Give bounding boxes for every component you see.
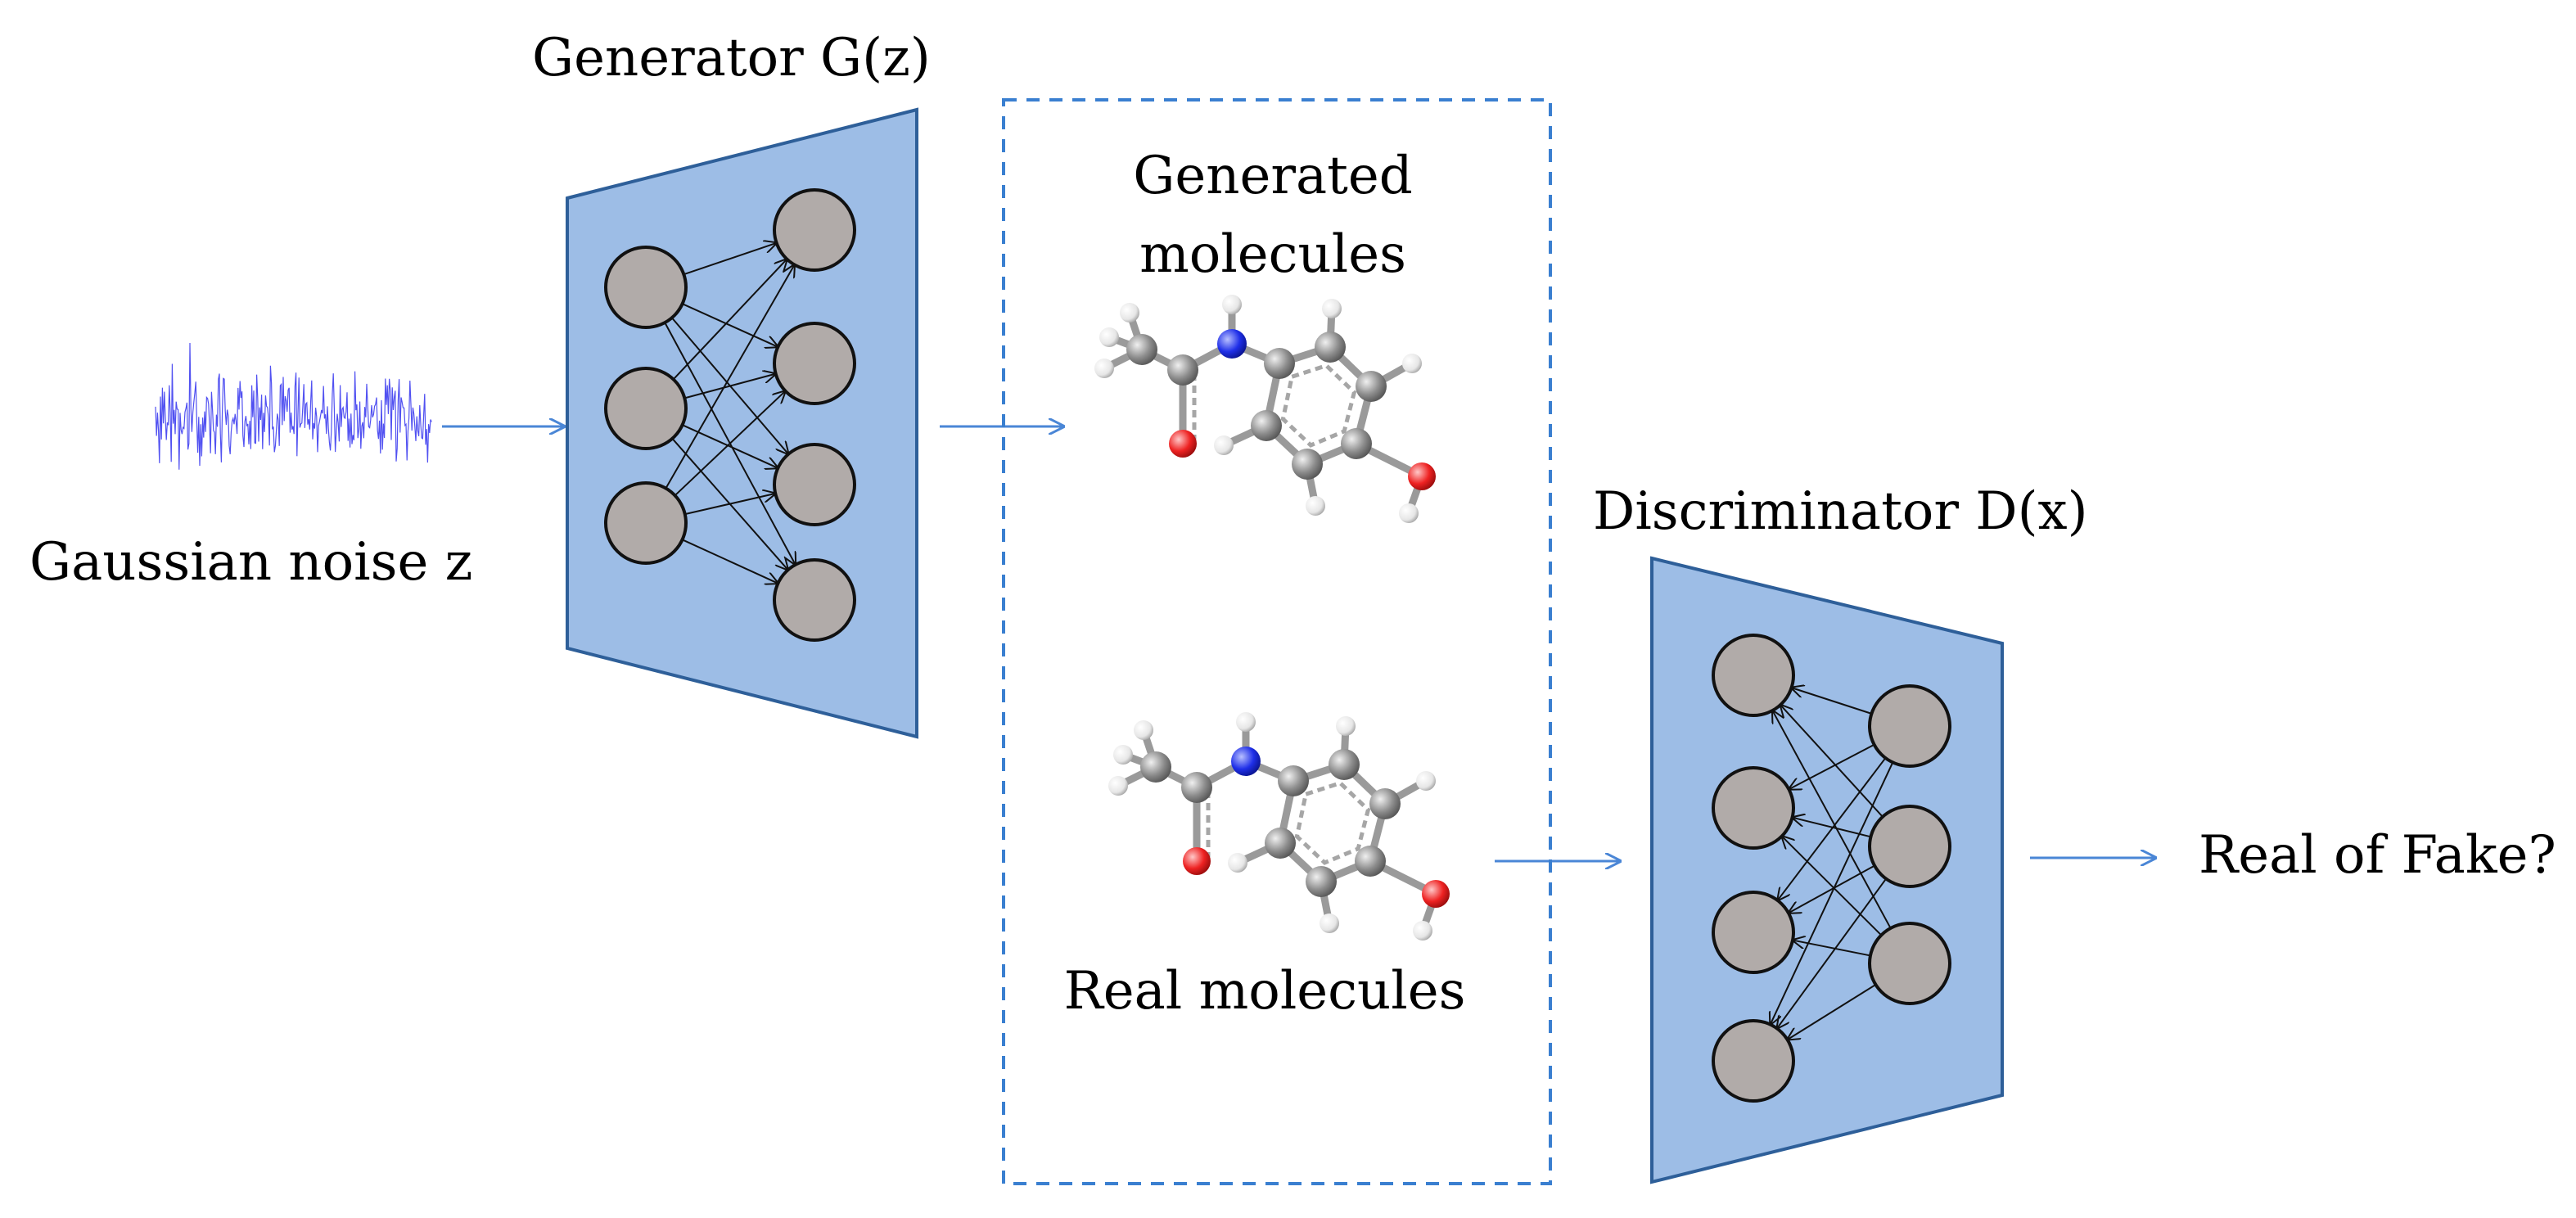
oxygen-atom xyxy=(1169,430,1197,458)
generator-edge xyxy=(674,391,786,497)
carbon-atom xyxy=(1292,449,1323,480)
generator-edge xyxy=(684,494,775,516)
carbon-atom xyxy=(1329,749,1360,780)
hydrogen-atom xyxy=(1113,745,1133,765)
carbon-atom xyxy=(1181,772,1212,803)
discriminator-left-node xyxy=(1712,891,1795,974)
real-molecules-label: Real molecules xyxy=(1064,961,1466,1022)
hydrogen-atom xyxy=(1134,720,1153,740)
hydrogen-atom xyxy=(1228,853,1247,873)
carbon-atom xyxy=(1306,866,1337,897)
hydrogen-atom xyxy=(1402,354,1422,373)
hydrogen-atom xyxy=(1236,712,1256,732)
generated-molecules-label-line2: molecules xyxy=(1139,224,1406,285)
hydrogen-atom xyxy=(1108,776,1128,796)
gaussian-noise-signal xyxy=(155,342,432,470)
discriminator-edge xyxy=(1792,688,1872,715)
carbon-atom xyxy=(1355,846,1386,877)
carbon-atom xyxy=(1126,334,1157,365)
real-molecule xyxy=(1108,712,1450,941)
carbon-atom xyxy=(1356,371,1387,402)
nitrogen-atom xyxy=(1231,747,1261,776)
generator-edge xyxy=(665,264,794,489)
discriminator-edges xyxy=(1771,688,1894,1040)
carbon-atom xyxy=(1264,348,1295,379)
discriminator-edge xyxy=(1778,757,1887,900)
generator-input-node xyxy=(604,481,688,565)
generator-input-node xyxy=(604,367,688,450)
discriminator-edge xyxy=(1793,818,1871,838)
generator-edges xyxy=(664,243,795,584)
oxygen-atom xyxy=(1183,847,1211,875)
hydrogen-atom xyxy=(1336,716,1356,736)
generator-edge xyxy=(682,539,778,583)
hydrogen-atom xyxy=(1099,327,1119,347)
hydrogen-atom xyxy=(1120,303,1139,323)
carbon-atom xyxy=(1341,428,1372,459)
hydrogen-atom xyxy=(1413,921,1432,941)
aromatic-ring xyxy=(1294,780,1371,865)
carbon-atom xyxy=(1167,354,1198,386)
generated-molecule xyxy=(1094,295,1436,523)
discriminator-title: Discriminator D(x) xyxy=(1593,481,2088,542)
sample-pool-box xyxy=(1002,98,1552,1185)
discriminator-edge xyxy=(1780,705,1884,818)
noise-label: Gaussian noise z xyxy=(29,532,472,593)
generator-edge xyxy=(682,303,778,347)
discriminator-edge xyxy=(1789,743,1875,790)
generator-input-node xyxy=(604,246,688,329)
discriminator-edge xyxy=(1777,878,1887,1029)
noise-trace xyxy=(155,342,432,470)
discriminator-network-shape xyxy=(1650,556,2004,1184)
hydrogen-atom xyxy=(1214,435,1234,455)
oxygen-atom xyxy=(1422,880,1450,908)
hydrogen-atom xyxy=(1320,914,1339,933)
discriminator-right-node xyxy=(1868,684,1951,768)
generator-edge xyxy=(684,374,775,399)
discriminator-left-node xyxy=(1712,634,1795,717)
carbon-atom xyxy=(1278,765,1309,796)
discriminator-edge xyxy=(1788,984,1876,1040)
hydrogen-atom xyxy=(1322,299,1342,318)
generator-title: Generator G(z) xyxy=(532,28,931,88)
carbon-atom xyxy=(1265,828,1296,859)
discriminator-right-node xyxy=(1868,922,1951,1005)
hydrogen-atom xyxy=(1222,295,1242,314)
discriminator-left-node xyxy=(1712,766,1795,850)
discriminator-edge xyxy=(1772,710,1892,929)
generator-edge xyxy=(672,259,787,381)
generator-edge xyxy=(683,243,776,276)
discriminator-edge xyxy=(1793,941,1871,957)
carbon-atom xyxy=(1140,751,1171,783)
generator-output-node xyxy=(773,188,856,272)
nitrogen-atom xyxy=(1217,329,1247,359)
generator-nodes xyxy=(604,188,856,642)
generator-output-node xyxy=(773,558,856,642)
hydrogen-atom xyxy=(1094,359,1114,378)
discriminator-left-node xyxy=(1712,1019,1795,1103)
hydrogen-atom xyxy=(1306,496,1325,516)
carbon-atom xyxy=(1315,332,1346,363)
discriminator-nodes xyxy=(1712,634,1951,1103)
discriminator-edge xyxy=(1782,837,1882,936)
generator-output-node xyxy=(773,443,856,526)
generated-molecules-label-line1: Generated xyxy=(1133,146,1412,206)
carbon-atom xyxy=(1251,410,1282,441)
oxygen-atom xyxy=(1408,462,1436,490)
aromatic-ring xyxy=(1280,363,1357,448)
output-label: Real of Fake? xyxy=(2199,825,2556,886)
discriminator-right-node xyxy=(1868,805,1951,888)
generator-output-node xyxy=(773,322,856,405)
carbon-atom xyxy=(1369,788,1401,819)
hydrogen-atom xyxy=(1416,771,1436,791)
hydrogen-atom xyxy=(1399,503,1419,523)
